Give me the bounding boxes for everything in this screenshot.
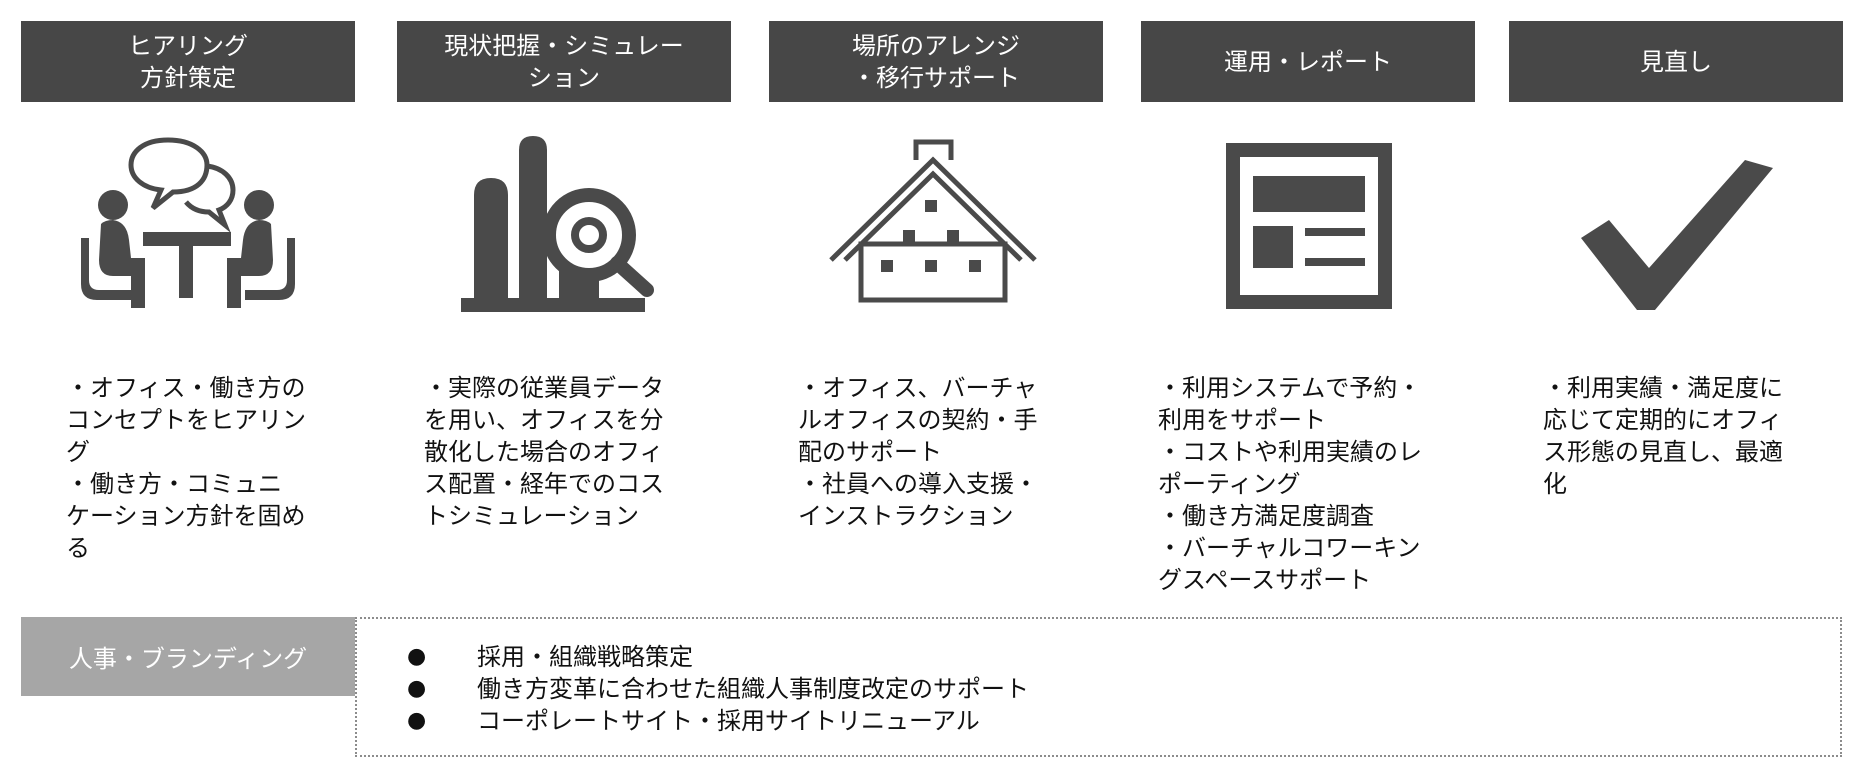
hr-item: ● 働き方変革に合わせた組織人事制度改定のサポート [407, 673, 1840, 705]
hr-item: ● 採用・組織戦略策定 [407, 641, 1840, 673]
hr-item-text: 働き方変革に合わせた組織人事制度改定のサポート [477, 675, 1029, 703]
step-description-review: ・利用実績・満足度に 応じて定期的にオフィ ス形態の見直し、最適 化 [1543, 374, 1783, 498]
report-icon [1141, 130, 1475, 330]
step-header-simulation: 現状把握・シミュレー ション [397, 21, 731, 102]
building-icon [769, 130, 1103, 330]
step-header-operation: 運用・レポート [1141, 21, 1475, 102]
step-header-arrange: 場所のアレンジ ・移行サポート [769, 21, 1103, 102]
step-description-operation: ・利用システムで予約・ 利用をサポート ・コストや利用実績のレ ポーティング ・… [1158, 374, 1422, 594]
step-header-hearing: ヒアリング 方針策定 [21, 21, 355, 102]
step-header-review: 見直し [1509, 21, 1843, 102]
bullet-icon: ● [407, 676, 427, 701]
bullet-icon: ● [407, 708, 427, 733]
checkmark-icon [1509, 130, 1843, 330]
chart-search-icon [397, 130, 731, 330]
hr-item: ● コーポレートサイト・採用サイトリニューアル [407, 705, 1840, 737]
meeting-icon [21, 130, 355, 330]
step-description-arrange: ・オフィス、バーチャ ルオフィスの契約・手 配のサポート ・社員への導入支援・ … [798, 374, 1038, 530]
hr-branding-label: 人事・ブランディング [21, 617, 355, 696]
hr-item-text: コーポレートサイト・採用サイトリニューアル [477, 707, 980, 735]
hr-item-list: ● 採用・組織戦略策定 ● 働き方変革に合わせた組織人事制度改定のサポート ● … [357, 619, 1840, 737]
hr-branding-box: ● 採用・組織戦略策定 ● 働き方変革に合わせた組織人事制度改定のサポート ● … [355, 617, 1842, 757]
step-description-hearing: ・オフィス・働き方の コンセプトをヒアリン グ ・働き方・コミュニ ケーション方… [66, 374, 306, 562]
hr-item-text: 採用・組織戦略策定 [477, 643, 693, 671]
bullet-icon: ● [407, 644, 427, 669]
step-description-simulation: ・実際の従業員データ を用い、オフィスを分 散化した場合のオフィ ス配置・経年で… [424, 374, 664, 530]
